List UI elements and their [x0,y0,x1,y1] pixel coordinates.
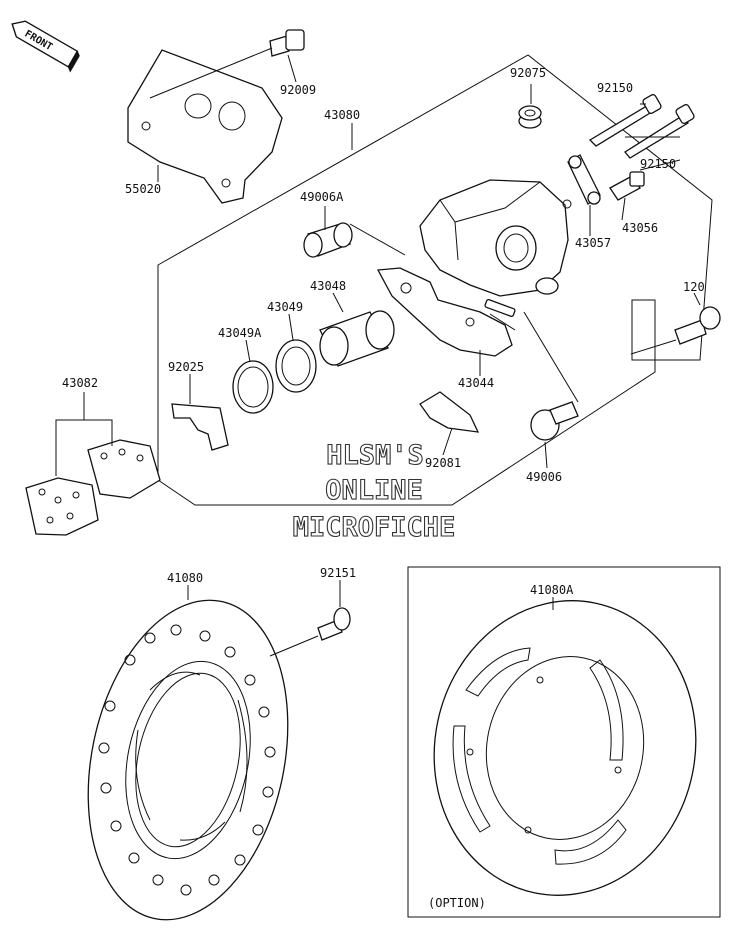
watermark-line1: HLSM'S [326,440,424,471]
label-92150-a: 92150 [597,81,633,95]
brake-pad-rear [87,439,161,499]
option-box [407,566,721,918]
bolt-49006 [523,311,579,441]
piston-seal-43049 [275,339,317,393]
caliper-assembly-outline [157,54,713,506]
caliper-bracket-43044 [376,267,516,357]
caliper-body [419,179,572,297]
label-92075: 92075 [510,66,546,80]
bolt-92151 [269,607,351,657]
label-49006A: 49006A [300,190,344,204]
label-120: 120 [683,280,705,294]
label-43080: 43080 [324,108,360,122]
label-92151: 92151 [320,566,356,580]
label-92081: 92081 [425,456,461,470]
watermark-line3: MICROFICHE [293,512,456,543]
pin-92150-a [588,94,662,147]
label-41080A: 41080A [530,583,574,597]
label-92025: 92025 [168,360,204,374]
bolt-92009 [149,29,305,99]
bracket-43057 [567,154,601,205]
brake-disc-41080A [433,600,697,896]
pin-92150-b [624,104,695,159]
label-41080: 41080 [167,571,203,585]
label-49006: 49006 [526,470,562,484]
label-43044: 43044 [458,376,494,390]
label-43049A: 43049A [218,326,262,340]
bolt-120 [630,306,721,355]
piston-43048 [319,310,395,367]
bleeder-valve-43056 [609,171,645,201]
label-43056: 43056 [622,221,658,235]
front-arrow-icon: FRONT [11,20,80,73]
dust-seal-43049A [232,360,274,414]
label-55020: 55020 [125,182,161,196]
label-92150-b: 92150 [640,157,676,171]
leader-lines [157,54,701,610]
brake-pad-front [25,477,99,536]
option-note: (OPTION) [428,896,486,910]
label-43049: 43049 [267,300,303,314]
pad-shim-92081 [419,391,480,433]
brake-disc-41080 [87,599,289,921]
watermark-line2: ONLINE [325,475,423,506]
label-43048: 43048 [310,279,346,293]
dust-seal-49006A [303,222,406,258]
dust-seal-92075 [518,105,542,129]
label-92009: 92009 [280,83,316,97]
label-43082: 43082 [62,376,98,390]
caliper-bracket-55020 [127,49,283,204]
pad-spring-92025 [171,403,229,451]
label-43057: 43057 [575,236,611,250]
